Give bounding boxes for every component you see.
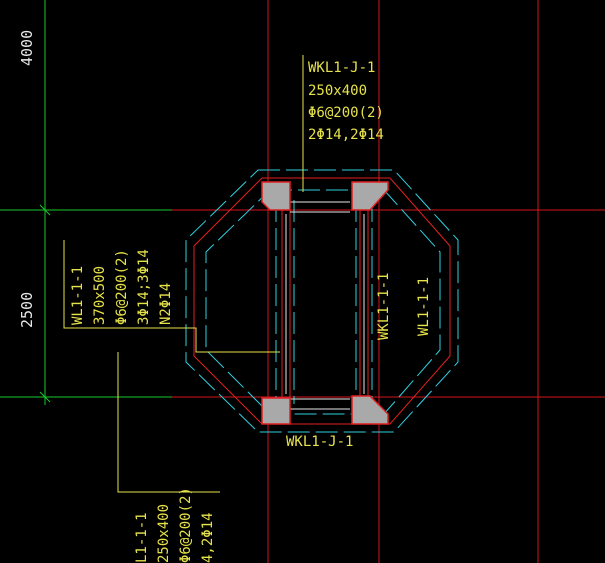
leader-lines	[63, 55, 304, 493]
label-corner-rebar: 4,2Φ14	[200, 512, 216, 563]
label-top-stirrup: Φ6@200(2)	[308, 105, 384, 121]
column-top-left	[261, 181, 291, 211]
label-top-size: 250x400	[308, 83, 367, 99]
label-corner-stirrup: Φ6@200(2)	[178, 487, 194, 563]
column-bottom-left	[261, 397, 291, 425]
label-top-name: WKL1-J-1	[308, 60, 375, 76]
label-top-rebar: 2Φ14,2Φ14	[308, 127, 384, 143]
label-left-stirrup: Φ6@200(2)	[114, 249, 130, 325]
inner-octagon-outline	[205, 189, 441, 415]
columns	[261, 181, 389, 425]
label-right-1: WKL1-1-1	[376, 273, 392, 340]
beam-centre-lines	[285, 201, 365, 410]
label-left-size: 370x500	[92, 266, 108, 325]
leader-corner	[117, 352, 220, 493]
label-corner-name: L1-1-1	[134, 512, 150, 563]
label-corner-size: 250x400	[156, 504, 172, 563]
leader-left	[63, 240, 280, 353]
label-left-name: WL1-1-1	[70, 266, 86, 325]
dimension-4000: 4000	[18, 30, 36, 66]
concrete-outline	[193, 177, 451, 425]
dimension-2500: 2500	[18, 292, 36, 328]
column-bottom-right	[351, 395, 389, 425]
label-left-side: N2Φ14	[158, 283, 174, 325]
label-right-2: WL1-1-1	[416, 277, 432, 336]
dimension-lines	[0, 0, 172, 405]
dim-tick-top	[39, 204, 51, 216]
column-top-right	[351, 181, 389, 211]
concrete-outer	[193, 177, 451, 425]
outer-octagon-outline	[185, 169, 459, 433]
label-bottom: WKL1-J-1	[286, 434, 353, 450]
label-left-rebar: 3Φ14;3Φ14	[136, 249, 152, 325]
dim-tick-bottom	[39, 391, 51, 403]
annotations: WKL1-J-1 250x400 Φ6@200(2) 2Φ14,2Φ14 WL1…	[70, 60, 432, 563]
